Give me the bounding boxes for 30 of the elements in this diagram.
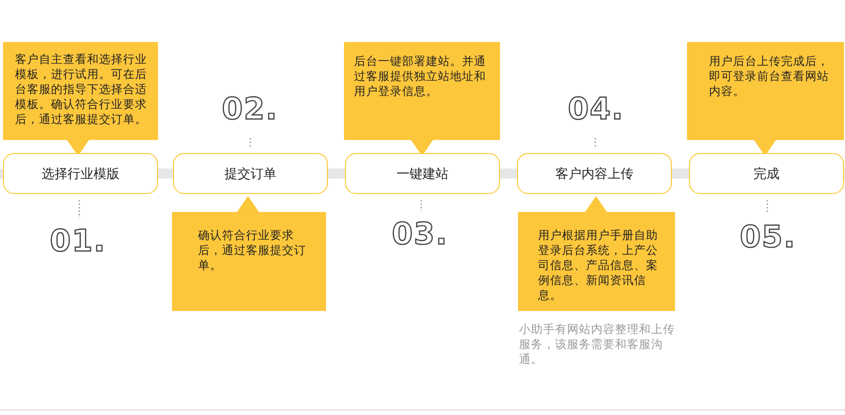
callout-bubble bbox=[518, 196, 675, 311]
step-box: 客户内容上传 bbox=[517, 153, 672, 194]
callout-text: 用户根据用户手册自助登录后台系统，上产公司信息、产品信息、案例信息、新闻资讯信息。 bbox=[538, 228, 659, 303]
dotted-line bbox=[420, 200, 422, 212]
callout-text: 确认符合行业要求后，通过客服提交订单。 bbox=[198, 228, 307, 273]
dotted-line bbox=[250, 138, 251, 148]
connector-bar bbox=[328, 168, 345, 178]
step-number: 05. bbox=[728, 220, 808, 260]
callout-bubble bbox=[3, 42, 158, 156]
note-text: 小助手有网站内容整理和上传服务，该服务需要和客服沟通。 bbox=[519, 322, 676, 367]
callout-text: 用户后台上传完成后，即可登录前台查看网站内容。 bbox=[709, 54, 830, 99]
connector-bar bbox=[158, 168, 173, 178]
callout-bubble bbox=[172, 196, 326, 311]
step-number: 01. bbox=[38, 224, 118, 264]
callout-text: 后台一键部署建站。并通过客服提供独立站地址和用户登录信息。 bbox=[354, 54, 487, 99]
step-box: 一键建站 bbox=[345, 153, 500, 194]
step-box: 提交订单 bbox=[173, 153, 328, 194]
dotted-line bbox=[594, 138, 596, 148]
step-number: 03. bbox=[380, 217, 460, 257]
connector-bar bbox=[672, 168, 689, 178]
step-box: 选择行业模版 bbox=[3, 153, 158, 194]
dotted-line bbox=[766, 200, 768, 214]
callout-bubble bbox=[344, 42, 500, 156]
step-number: 02. bbox=[210, 92, 290, 132]
callout-text: 客户自主查看和选择行业模板，进行试用。可在后台客服的指导下选择合适模板。确认符合行业要求后，通过客服提交订单。 bbox=[15, 52, 148, 127]
step-number: 04. bbox=[556, 92, 636, 132]
dotted-line bbox=[78, 200, 80, 218]
step-box: 完成 bbox=[689, 153, 844, 194]
callout-bubble bbox=[687, 42, 844, 156]
connector-bar bbox=[500, 168, 517, 178]
